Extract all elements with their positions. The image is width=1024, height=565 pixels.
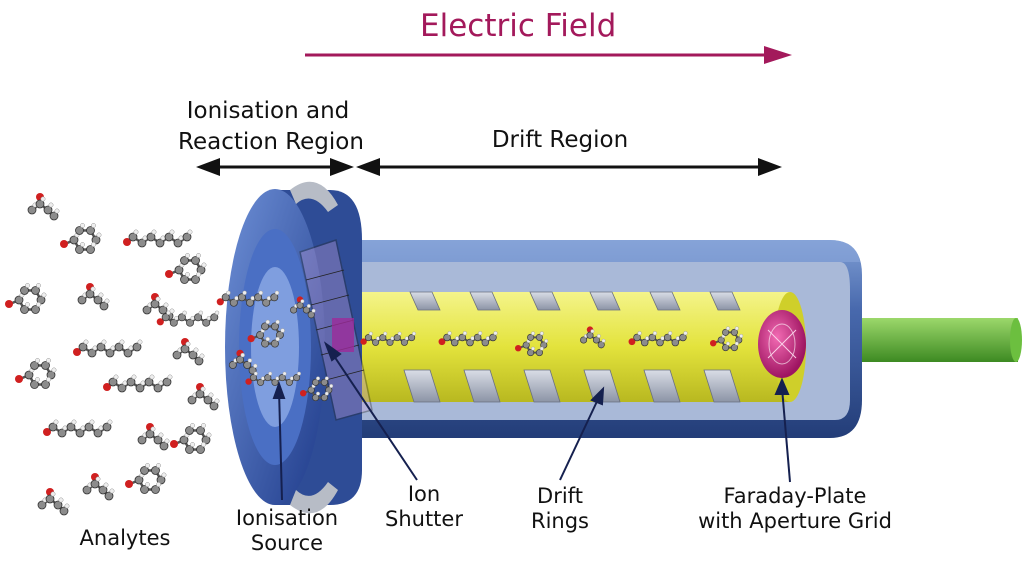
molecule [43, 419, 113, 438]
faraday-pointer [774, 377, 791, 483]
molecule [103, 374, 173, 393]
drift-ring-upper [529, 291, 561, 311]
drift-ring-upper [709, 291, 741, 311]
molecule [77, 283, 110, 311]
molecule [142, 293, 175, 321]
drift-region-arrow [356, 158, 782, 176]
molecule [27, 193, 60, 221]
molecule [228, 349, 258, 375]
faraday-plate-label-line2: with Aperture Grid [698, 509, 892, 533]
ionisation-source-label-line1: Ionisation [235, 506, 339, 530]
molecule [15, 358, 57, 389]
electric-field-arrow [305, 46, 792, 64]
molecule [290, 296, 316, 319]
molecule [5, 283, 47, 314]
drift-ring-upper [589, 291, 621, 311]
ionisation-region-label: Ionisation and Reaction Region [178, 96, 364, 158]
molecule [165, 253, 207, 284]
analyte-molecules [5, 193, 744, 516]
electric-field-title: Electric Field [420, 8, 617, 44]
molecule [156, 310, 220, 327]
molecule [60, 223, 102, 254]
drift-ring-lower [463, 369, 501, 403]
molecule [123, 229, 193, 248]
molecule [82, 473, 115, 501]
drift-ring-upper [649, 291, 681, 311]
drift-ring-lower [403, 369, 441, 403]
molecule [73, 339, 143, 358]
drift-rings-label-line2: Rings [530, 509, 589, 533]
faraday-plate-label: Faraday-Plate with Aperture Grid [690, 484, 900, 534]
drift-ring-upper [469, 291, 501, 311]
molecule [710, 326, 744, 352]
ionisation-region-arrow [196, 158, 354, 176]
ionisation-region-label-line2: Reaction Region [178, 129, 364, 155]
faraday-plate [758, 310, 806, 378]
molecule [300, 376, 334, 402]
molecule [172, 338, 205, 366]
molecule [515, 331, 549, 357]
ion-shutter-label-line2: Shutter [385, 507, 463, 531]
drift-ring-lower [703, 369, 741, 403]
ionisation-source-label-line2: Source [250, 531, 324, 555]
drift-rings [403, 291, 741, 403]
molecule [37, 488, 70, 516]
drift-ring-upper [409, 291, 441, 311]
rings-pointer [559, 386, 605, 481]
ionisation-region-label-line1: Ionisation and [186, 98, 350, 124]
analytes-label: Analytes [79, 526, 171, 550]
source-pointer [272, 381, 286, 501]
shutter-pointer [323, 341, 418, 481]
drift-ring-lower [523, 369, 561, 403]
molecule [170, 423, 212, 454]
ionisation-source-label: Ionisation Source [222, 506, 352, 556]
molecule [187, 383, 220, 411]
ion-shutter-label-line1: Ion [407, 482, 441, 506]
drift-rings-label: Drift Rings [510, 484, 610, 534]
drift-region-label: Drift Region [491, 127, 629, 153]
molecule [137, 423, 170, 451]
ion-shutter-grid [299, 239, 373, 421]
drift-rings-label-line1: Drift [537, 484, 583, 508]
molecule [245, 371, 301, 386]
molecule [580, 326, 606, 349]
molecule [125, 463, 167, 494]
drift-ring-lower [583, 369, 621, 403]
molecule [216, 290, 280, 307]
molecule [360, 331, 416, 346]
drift-ring-lower [643, 369, 681, 403]
molecule [247, 319, 285, 348]
ion-shutter-label: Ion Shutter [374, 482, 474, 532]
faraday-plate-label-line1: Faraday-Plate [723, 484, 867, 508]
molecule [628, 331, 688, 347]
molecule [438, 331, 498, 347]
